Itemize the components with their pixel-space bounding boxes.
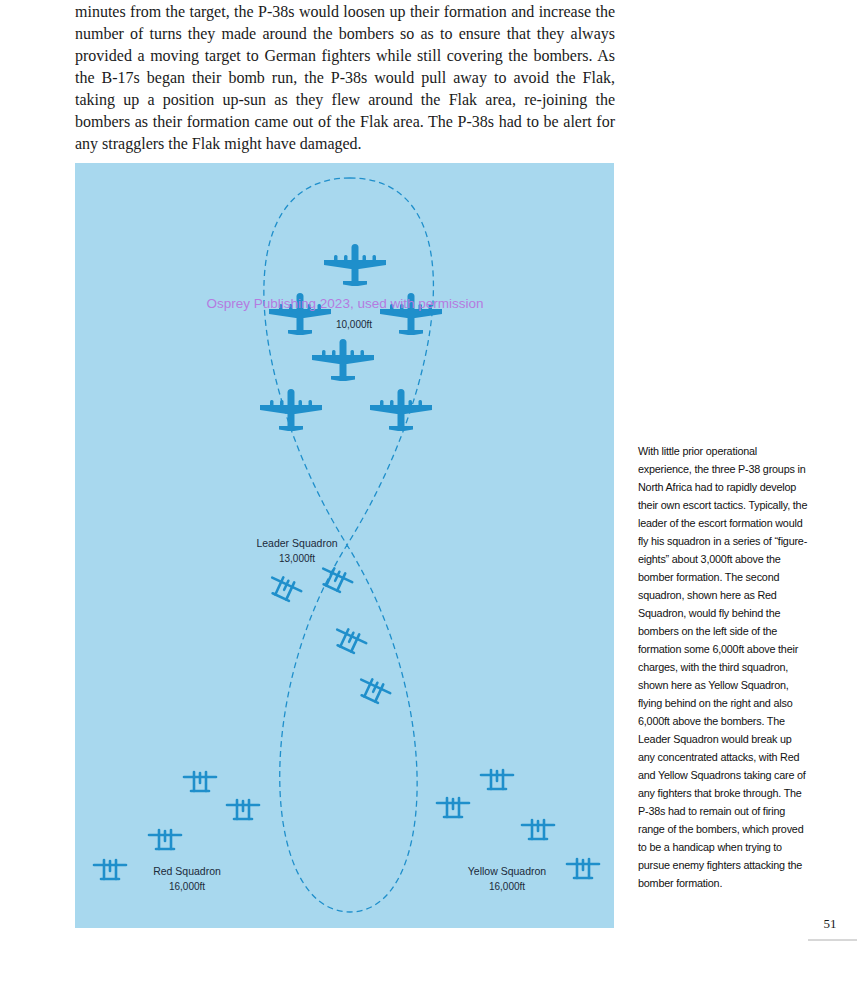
p38-fighter xyxy=(437,798,469,817)
p38-fighter xyxy=(266,573,303,604)
p38-fighter xyxy=(522,820,554,839)
b17-bomber xyxy=(312,339,374,381)
altitude-label: 16,000ft xyxy=(489,881,525,893)
squadron-label: Leader Squadron xyxy=(256,537,337,550)
watermark: Osprey Publishing 2023, used with permis… xyxy=(207,296,484,312)
p38-fighter xyxy=(184,772,216,791)
b17-bomber xyxy=(324,244,386,286)
altitude-label: 16,000ft xyxy=(169,881,205,893)
p38-fighter xyxy=(149,830,181,849)
b17-bomber xyxy=(260,389,322,431)
sky-panel xyxy=(75,163,614,928)
p38-fighter xyxy=(317,564,354,595)
b17-bomber xyxy=(370,389,432,431)
p38-fighter xyxy=(567,859,599,878)
p38-fighter xyxy=(481,770,513,789)
page-rule xyxy=(808,940,857,941)
squadron-label: Yellow Squadron xyxy=(468,865,546,878)
altitude-label: 10,000ft xyxy=(336,319,372,331)
page-number: 51 xyxy=(824,916,837,931)
p38-fighter xyxy=(355,675,392,706)
squadron-label: Red Squadron xyxy=(153,865,221,878)
p38-fighter xyxy=(94,860,126,879)
altitude-label: 13,000ft xyxy=(279,553,315,565)
body-paragraph: minutes from the target, the P-38s would… xyxy=(75,1,615,155)
figure-caption: With little prior operational experience… xyxy=(638,442,810,892)
p38-fighter xyxy=(227,800,259,819)
p38-fighter xyxy=(331,625,368,656)
